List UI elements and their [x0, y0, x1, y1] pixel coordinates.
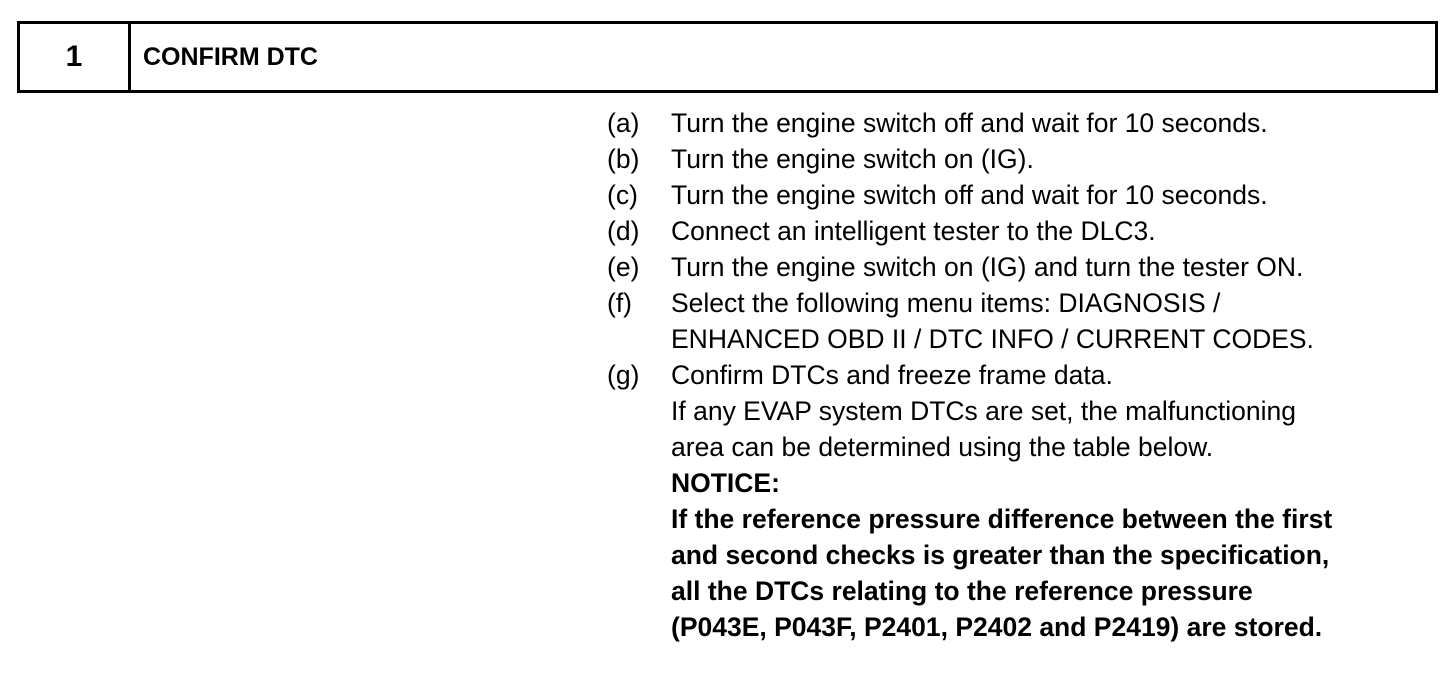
step-letter: (c)	[607, 180, 638, 210]
notice-line: all the DTCs relating to the reference p…	[671, 576, 1253, 606]
step-note-line: area can be determined using the table b…	[671, 432, 1214, 462]
step-text: Select the following menu items: DIAGNOS…	[671, 285, 1447, 357]
step-item-g: (g) Confirm DTCs and freeze frame data. …	[607, 357, 1447, 645]
step-item-f: (f) Select the following menu items: DIA…	[607, 285, 1447, 357]
step-text: Turn the engine switch on (IG) and turn …	[671, 252, 1304, 282]
step-letter: (a)	[607, 108, 640, 138]
notice-line: (P043E, P043F, P2401, P2402 and P2419) a…	[671, 612, 1323, 642]
notice-label: NOTICE:	[671, 468, 780, 498]
step-text: Confirm DTCs and freeze frame data.	[671, 360, 1113, 390]
procedure-list: (a) Turn the engine switch off and wait …	[607, 105, 1447, 645]
step-letter: (b)	[607, 144, 640, 174]
step-header: 1 CONFIRM DTC	[17, 21, 1438, 93]
step-item-b: (b) Turn the engine switch on (IG).	[607, 141, 1447, 177]
step-item-c: (c) Turn the engine switch off and wait …	[607, 177, 1447, 213]
step-letter: (f)	[607, 288, 633, 318]
step-text-line: Select the following menu items: DIAGNOS…	[671, 288, 1221, 318]
step-number: 1	[20, 24, 131, 90]
step-title: CONFIRM DTC	[143, 42, 318, 71]
step-text: Connect an intelligent tester to the DLC…	[671, 216, 1156, 246]
step-item-a: (a) Turn the engine switch off and wait …	[607, 105, 1447, 141]
step-text-line: ENHANCED OBD II / DTC INFO / CURRENT COD…	[671, 324, 1314, 354]
step-item-e: (e) Turn the engine switch on (IG) and t…	[607, 249, 1447, 285]
notice-line: If the reference pressure difference bet…	[671, 504, 1333, 534]
step-body: Confirm DTCs and freeze frame data. If a…	[671, 357, 1447, 645]
step-text: Turn the engine switch on (IG).	[671, 144, 1034, 174]
step-text: Turn the engine switch off and wait for …	[671, 108, 1268, 138]
step-letter: (e)	[607, 252, 640, 282]
step-letter: (d)	[607, 216, 640, 246]
step-item-d: (d) Connect an intelligent tester to the…	[607, 213, 1447, 249]
step-letter: (g)	[607, 360, 640, 390]
step-note-line: If any EVAP system DTCs are set, the mal…	[671, 396, 1296, 426]
notice-line: and second checks is greater than the sp…	[671, 540, 1330, 570]
step-text: Turn the engine switch off and wait for …	[671, 180, 1268, 210]
